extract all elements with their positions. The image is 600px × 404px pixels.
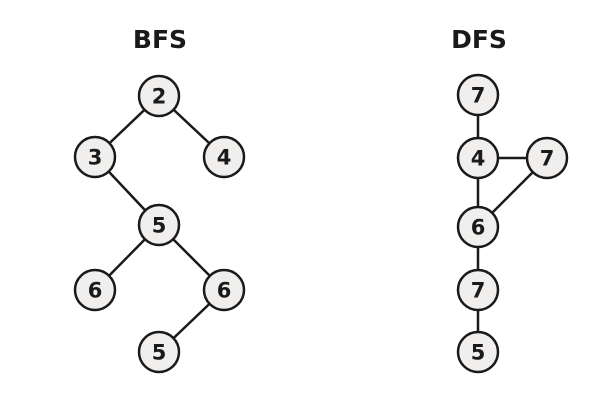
node-label: 7 [471,279,486,303]
dfs-node: 6 [456,205,500,249]
node-label: 3 [88,146,103,170]
node-circle [202,268,246,312]
node-circle [456,73,500,117]
node-circle [137,74,181,118]
dfs-node: 7 [525,136,569,180]
bfs-graph: 2 3 4 5 6 6 5 [73,74,246,374]
node-circle [456,330,500,374]
node-circle [456,205,500,249]
node-label: 5 [471,341,486,365]
bfs-node: 6 [202,268,246,312]
node-circle [73,135,117,179]
node-label: 6 [217,279,232,303]
node-circle [456,268,500,312]
dfs-node: 4 [456,136,500,180]
node-label: 5 [152,341,167,365]
dfs-graph: 7 4 7 6 7 5 [456,73,569,374]
bfs-node: 4 [202,135,246,179]
bfs-node: 5 [137,203,181,247]
dfs-node: 5 [456,330,500,374]
node-circle [202,135,246,179]
node-label: 6 [88,279,103,303]
dfs-node: 7 [456,268,500,312]
node-circle [137,203,181,247]
node-label: 4 [471,147,486,171]
node-circle [137,330,181,374]
bfs-title: BFS [133,25,187,54]
node-label: 2 [152,85,167,109]
node-circle [73,268,117,312]
dfs-title: DFS [451,25,507,54]
bfs-node: 2 [137,74,181,118]
node-label: 5 [152,214,167,238]
node-label: 6 [471,216,486,240]
bfs-node: 3 [73,135,117,179]
bfs-node: 5 [137,330,181,374]
node-label: 7 [471,84,486,108]
bfs-node: 6 [73,268,117,312]
node-circle [525,136,569,180]
node-label: 7 [540,147,555,171]
node-label: 4 [217,146,232,170]
dfs-node: 7 [456,73,500,117]
node-circle [456,136,500,180]
